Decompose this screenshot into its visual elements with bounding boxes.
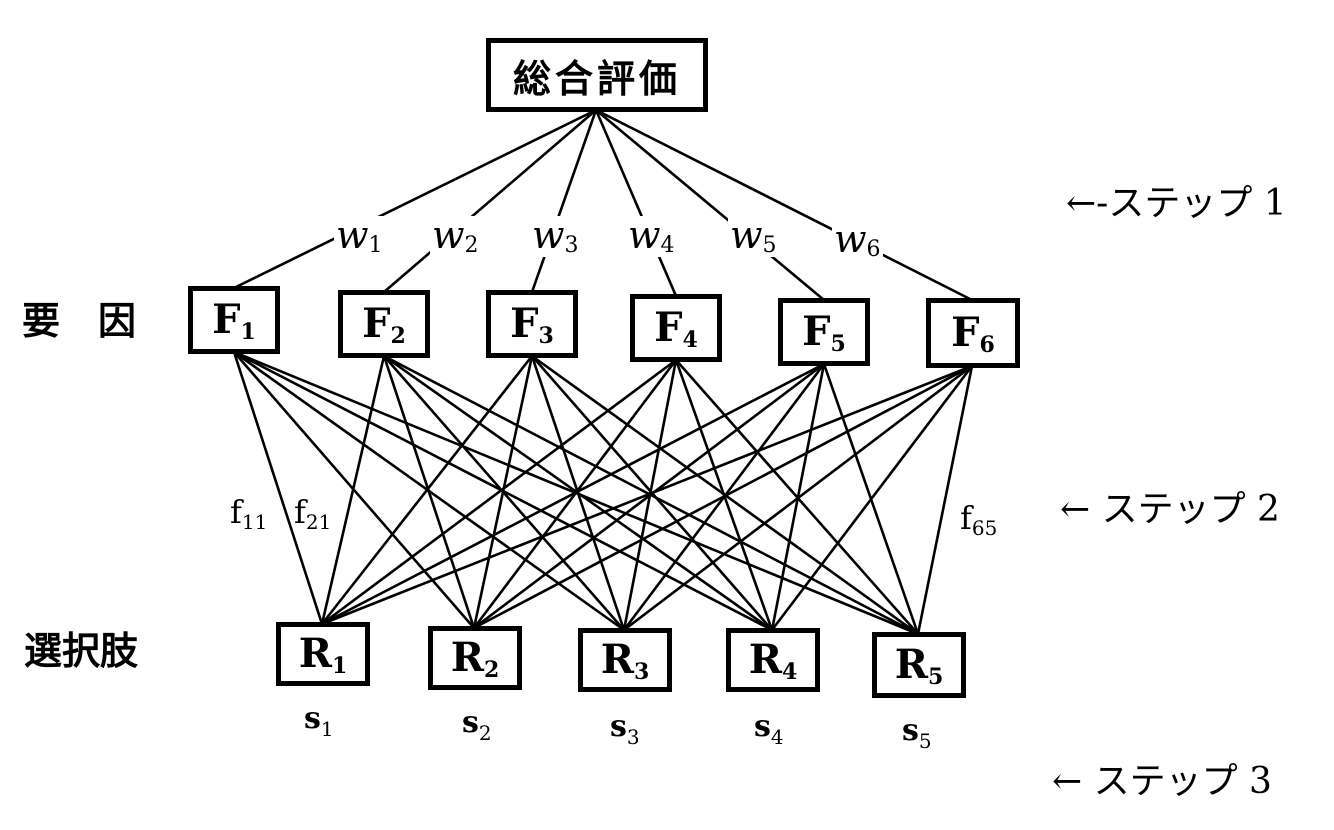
factor-alternative-edge-f62 bbox=[473, 364, 973, 630]
score-label-s4: s4 bbox=[754, 709, 784, 749]
weight-edge-w3 bbox=[530, 109, 598, 293]
edge-label-f21: f21 bbox=[294, 493, 332, 534]
weight-label-w6: w6 bbox=[832, 217, 883, 262]
overall-evaluation-node: 総合評価 bbox=[486, 38, 708, 112]
factor-alternative-edge-f63 bbox=[623, 364, 973, 632]
weight-label-w5: w5 bbox=[728, 213, 779, 258]
factor-alternative-edge-f52 bbox=[473, 362, 825, 630]
score-label-s2: s2 bbox=[462, 705, 492, 745]
factor-alternative-edge-f22 bbox=[382, 355, 476, 629]
alternative-label: R3 bbox=[600, 635, 650, 685]
step-3-annotation: ← ステップ 3 bbox=[1052, 761, 1272, 802]
alternative-label: R5 bbox=[894, 640, 944, 690]
factor-alternative-edge-f64 bbox=[770, 365, 974, 631]
weight-label-w1: w1 bbox=[334, 213, 385, 258]
factor-alternative-edge-f32 bbox=[472, 355, 534, 629]
factor-node-f5: F5 bbox=[778, 298, 870, 366]
weight-edge-w4 bbox=[594, 109, 678, 297]
factor-alternative-edge-f65 bbox=[916, 365, 974, 635]
factor-alternative-edge-f41 bbox=[321, 358, 677, 626]
weight-edge-w6 bbox=[595, 108, 973, 302]
factor-label: F2 bbox=[362, 299, 406, 349]
factor-label: F4 bbox=[654, 303, 698, 353]
factor-node-f3: F3 bbox=[486, 290, 578, 358]
step-1-annotation: ←-ステップ 1 bbox=[1066, 183, 1287, 224]
overall-evaluation-label: 総合評価 bbox=[512, 55, 681, 101]
edge-label-f11: f11 bbox=[230, 493, 268, 534]
factor-alternative-edge-f31 bbox=[320, 355, 534, 625]
score-label-s3: s3 bbox=[610, 709, 640, 749]
alternative-node-r2: R2 bbox=[428, 626, 522, 690]
alternative-node-r3: R3 bbox=[578, 628, 672, 692]
weight-label-w4: w4 bbox=[626, 213, 677, 258]
score-label-s1: s1 bbox=[304, 701, 334, 741]
factor-alternative-edge-f11 bbox=[232, 351, 324, 625]
factor-label: F1 bbox=[212, 295, 256, 345]
weight-label-w2: w2 bbox=[430, 213, 481, 258]
factor-label: F3 bbox=[510, 299, 554, 349]
weight-edge-w2 bbox=[383, 109, 597, 293]
alternative-node-r1: R1 bbox=[276, 622, 370, 686]
alternatives-row-label: 選択肢 bbox=[24, 628, 139, 673]
factor-label: F6 bbox=[951, 308, 995, 358]
factor-node-f6: F6 bbox=[926, 298, 1020, 368]
edge-label-f65: f65 bbox=[960, 499, 998, 540]
factor-node-f2: F2 bbox=[338, 290, 430, 358]
factor-label: F5 bbox=[802, 307, 846, 357]
weight-label-w3: w3 bbox=[530, 213, 581, 258]
factor-alternative-edge-f33 bbox=[530, 355, 626, 631]
step-2-annotation: ← ステップ 2 bbox=[1060, 489, 1280, 530]
factor-node-f1: F1 bbox=[188, 286, 280, 354]
alternative-node-r5: R5 bbox=[872, 632, 966, 698]
alternative-label: R2 bbox=[450, 633, 500, 683]
factor-alternative-edge-f61 bbox=[321, 364, 973, 626]
weight-edge-w5 bbox=[595, 109, 825, 301]
alternative-node-r4: R4 bbox=[726, 628, 820, 692]
alternative-label: R1 bbox=[298, 629, 348, 679]
factor-alternative-edge-f21 bbox=[320, 355, 386, 625]
alternative-label: R4 bbox=[748, 635, 798, 685]
score-label-s5: s5 bbox=[902, 713, 932, 753]
factor-alternative-edge-f51 bbox=[321, 362, 825, 626]
weight-edge-w1 bbox=[233, 108, 597, 290]
factors-row-label: 要 因 bbox=[22, 298, 137, 343]
factor-node-f4: F4 bbox=[630, 294, 722, 362]
